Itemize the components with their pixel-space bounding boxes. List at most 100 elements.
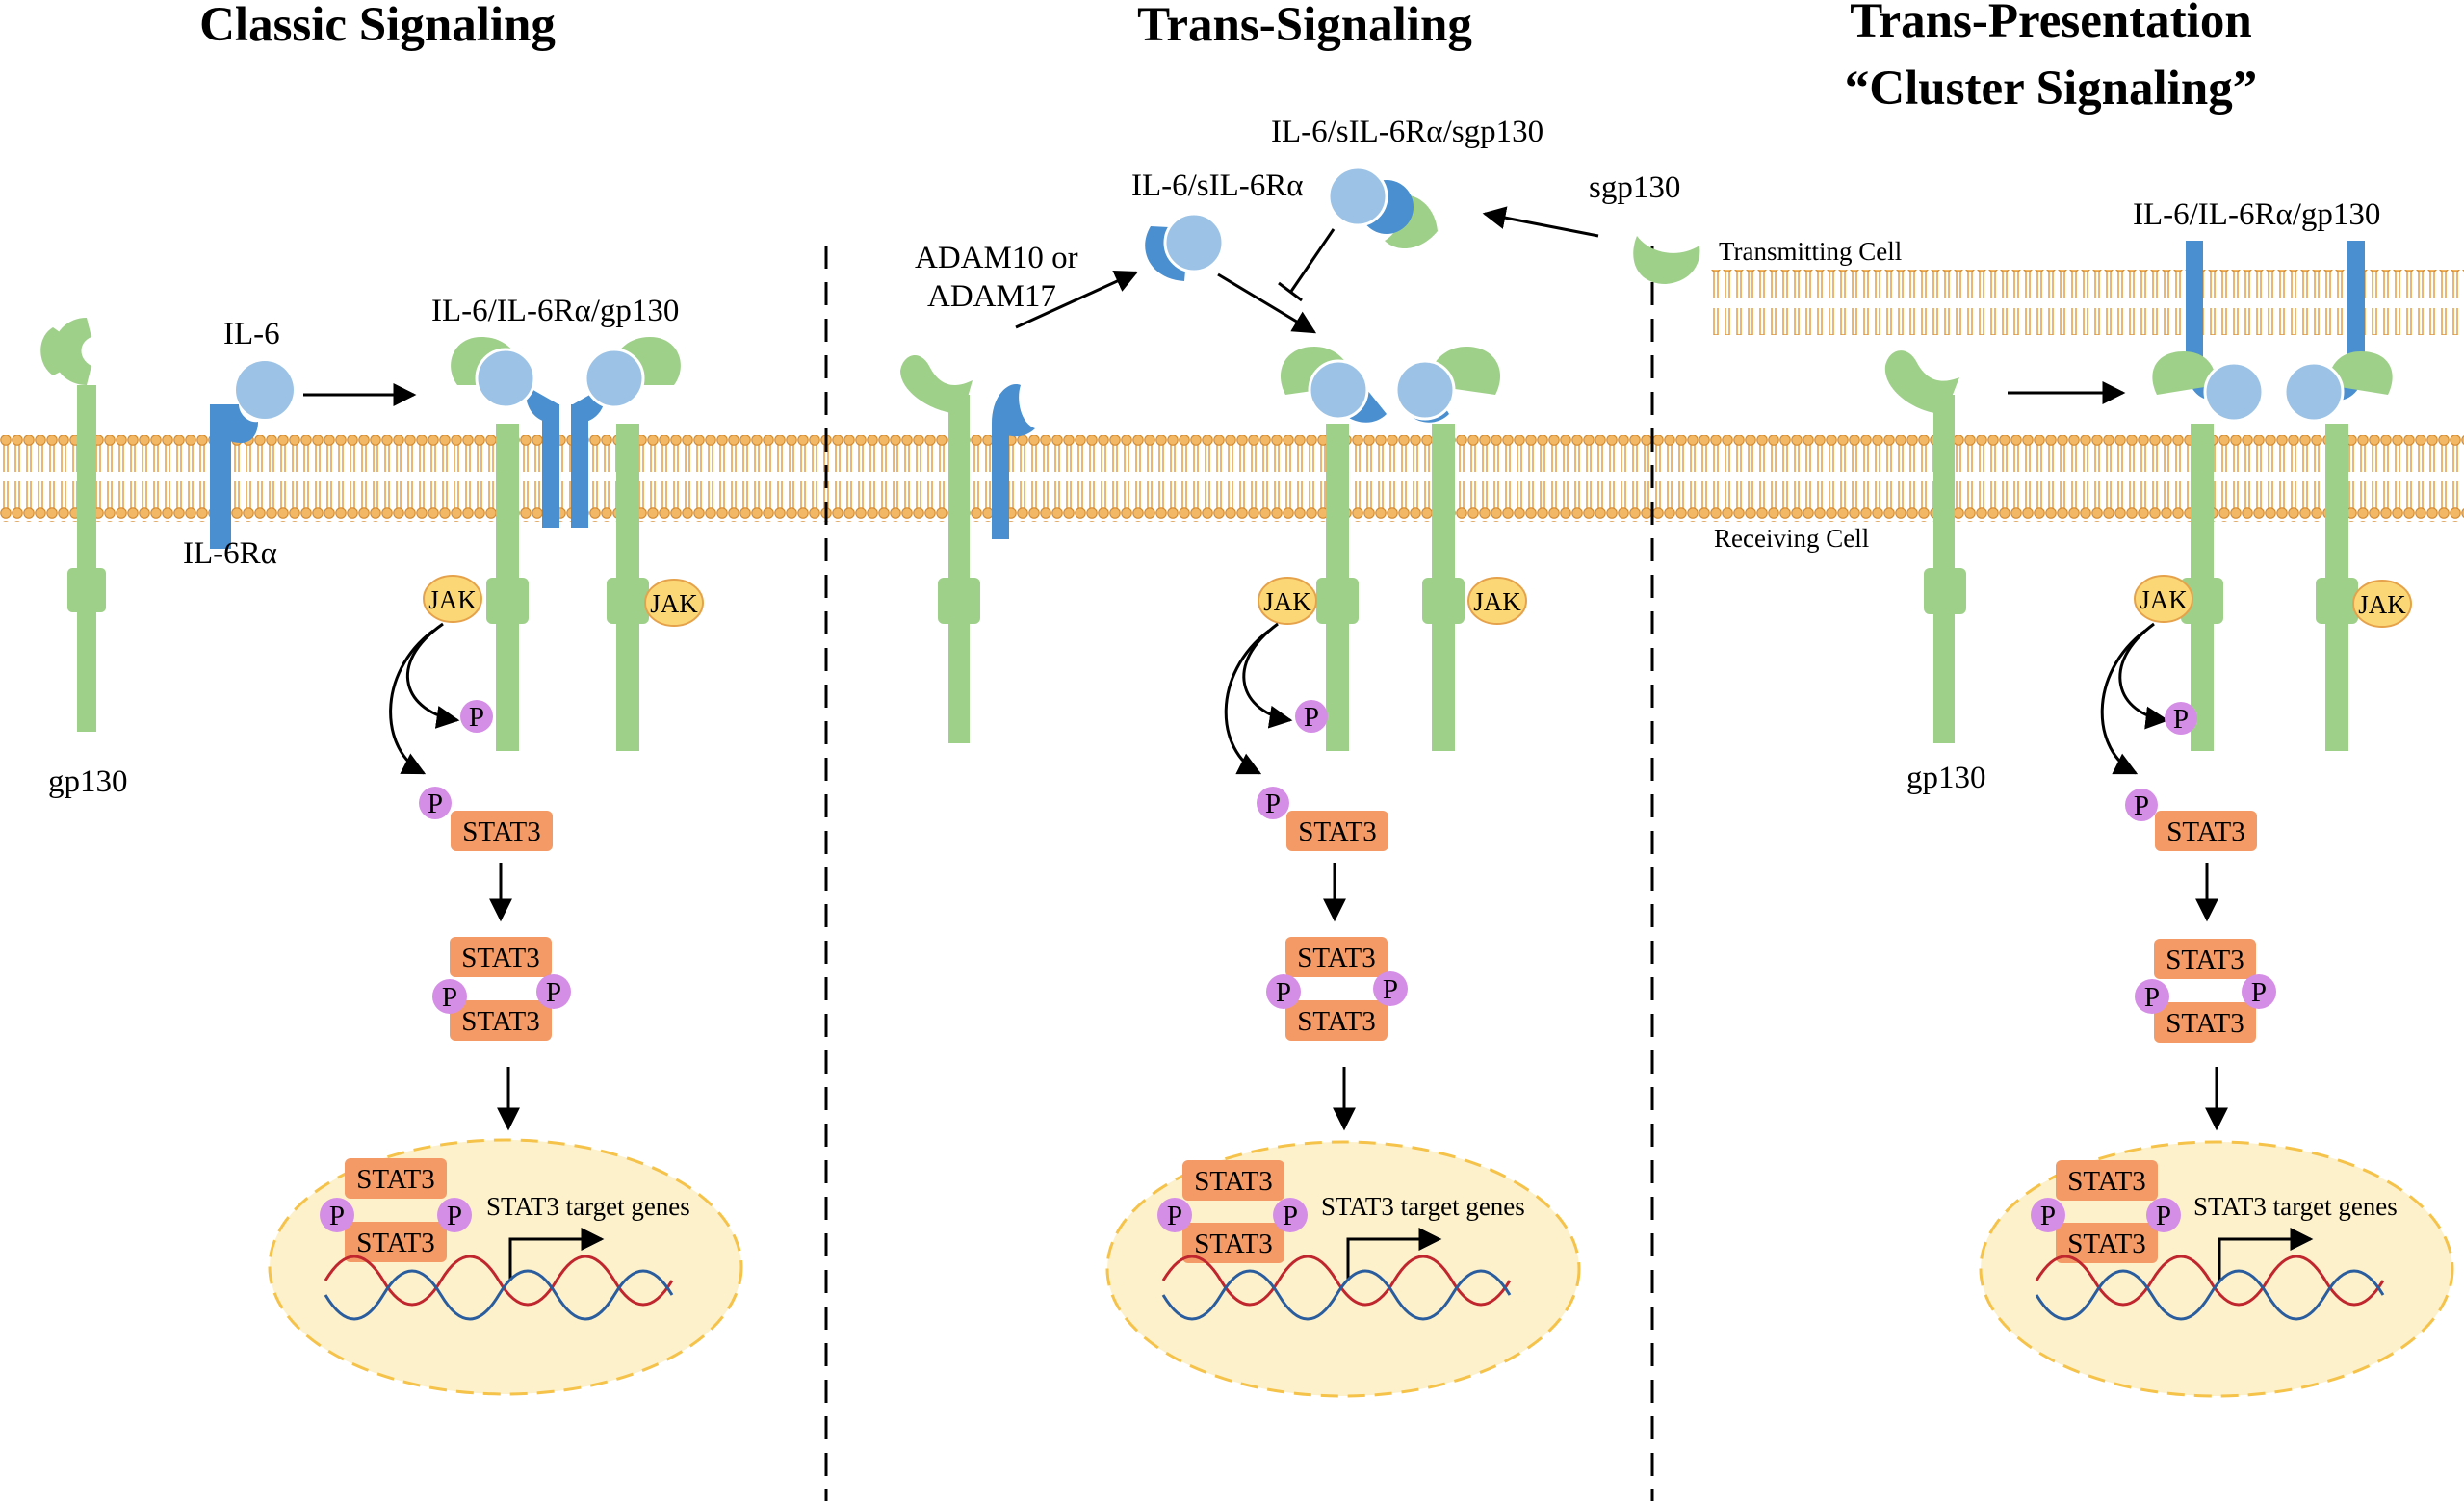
svg-text:P: P <box>2144 982 2160 1013</box>
classic-panel: gp130 IL-6 IL-6Rα IL-6/IL-6Rα/gp130 <box>40 294 743 1396</box>
jak-presentation-right: JAK <box>2352 580 2412 628</box>
transmitting-cell-label: Transmitting Cell <box>1719 237 1902 266</box>
inhibition-bar <box>1278 281 1303 302</box>
il6ra-label: IL-6Rα <box>183 536 277 571</box>
sgp130-molecule <box>1633 236 1700 284</box>
il6-label: IL-6 <box>223 317 280 351</box>
stat3-monomer-trans: STAT3 P <box>1257 787 1388 851</box>
svg-text:STAT3: STAT3 <box>1194 1166 1272 1197</box>
svg-text:STAT3: STAT3 <box>1297 943 1375 973</box>
jak-presentation-left: JAK <box>2134 575 2193 623</box>
svg-text:STAT3: STAT3 <box>461 943 539 973</box>
adam-label-line1: ADAM10 or <box>915 241 1078 275</box>
jak-trans-right: JAK <box>1467 577 1527 625</box>
svg-text:STAT3: STAT3 <box>461 1006 539 1037</box>
svg-text:JAK: JAK <box>2358 590 2406 619</box>
phosphorylation-arrow-2 <box>389 629 434 775</box>
nucleus-presentation <box>1979 1140 2454 1398</box>
nuclear-stat3-dimer-trans: STAT3 STAT3 P P <box>1157 1160 1308 1263</box>
phospho-receptor-trans: P <box>1295 700 1328 733</box>
svg-text:JAK: JAK <box>2140 585 2188 614</box>
trans-complex <box>1280 347 1501 751</box>
complex-label: IL-6/IL-6Rα/gp130 <box>431 294 679 328</box>
gp130-receptor-lone <box>40 318 106 732</box>
phosphorylation-arrow-presentation-2 <box>2100 629 2146 775</box>
gp130-label: gp130 <box>48 764 128 799</box>
nucleus-trans <box>1105 1140 1581 1398</box>
soluble-il6-il6ra <box>1145 212 1225 281</box>
stat3-dimer-presentation: STAT3 STAT3 P P <box>2135 939 2276 1043</box>
svg-text:JAK: JAK <box>1473 587 1521 616</box>
trans-panel: IL-6/sIL-6Rα/sgp130 IL-6/sIL-6Rα sgp130 … <box>900 115 1700 1398</box>
svg-text:P: P <box>329 1201 345 1231</box>
dna-strand-red-presentation <box>2035 1255 2385 1307</box>
transcription-arrow-trans <box>1346 1228 1442 1281</box>
sgp130-label: sgp130 <box>1589 170 1680 205</box>
svg-text:P: P <box>1304 702 1319 733</box>
svg-text:P: P <box>2040 1201 2056 1231</box>
transmitting-cell-membrane <box>1709 270 2464 335</box>
phosphorylation-arrow-1 <box>405 622 460 729</box>
phosphorylation-arrow-presentation-1 <box>2118 622 2169 730</box>
svg-text:JAK: JAK <box>650 589 698 618</box>
nuclear-stat3-dimer-presentation: STAT3 STAT3 P P <box>2031 1160 2181 1263</box>
inhibition-line <box>1288 228 1336 294</box>
presentation-panel: Transmitting Cell Receiving Cell IL-6/IL… <box>1714 197 2454 1398</box>
dna-strand-blue-presentation <box>2035 1269 2385 1321</box>
dna-strand-blue-trans <box>1161 1269 1512 1321</box>
target-genes-label-presentation: STAT3 target genes <box>2193 1192 2398 1221</box>
transcription-arrow-presentation <box>2218 1228 2314 1281</box>
svg-text:STAT3: STAT3 <box>2166 945 2244 975</box>
dna-strand-red <box>324 1255 674 1307</box>
transcription-arrow <box>508 1228 605 1281</box>
stat3-dimer-trans: STAT3 STAT3 P P <box>1266 937 1408 1041</box>
jak-right: JAK <box>644 579 704 627</box>
dna-strand-blue <box>324 1269 674 1321</box>
complex-label-presentation: IL-6/IL-6Rα/gp130 <box>2133 197 2380 232</box>
jak-trans-left: JAK <box>1258 577 1317 625</box>
nuclear-stat3-dimer: STAT3 STAT3 P P <box>320 1158 472 1262</box>
dna-strand-red-trans <box>1161 1255 1512 1307</box>
svg-text:P: P <box>1276 977 1291 1008</box>
title-trans: Trans-Signaling <box>1137 0 1472 52</box>
presentation-complex <box>2152 241 2393 751</box>
svg-text:P: P <box>447 1201 462 1231</box>
stat3-monomer-presentation: STAT3 P <box>2125 789 2257 851</box>
il6ra-receptor <box>210 404 258 549</box>
soluble-trimer <box>1327 166 1438 249</box>
svg-text:STAT3: STAT3 <box>2067 1166 2145 1197</box>
title-presentation-line1: Trans-Presentation <box>1850 0 2251 48</box>
nucleus <box>268 1138 743 1396</box>
svg-text:P: P <box>442 982 457 1013</box>
svg-text:STAT3: STAT3 <box>2166 816 2244 847</box>
phosphorylation-arrow-trans-1 <box>1242 622 1293 729</box>
stat3-dimer: STAT3 STAT3 P P <box>432 937 571 1041</box>
svg-text:STAT3: STAT3 <box>2067 1229 2145 1259</box>
title-presentation-line2: “Cluster Signaling” <box>1845 62 2257 116</box>
membrane-il6ra-stub <box>992 384 1035 539</box>
svg-text:P: P <box>1383 974 1398 1005</box>
sgp130-binding-arrow <box>1482 206 1599 238</box>
il6-ligand <box>236 361 294 419</box>
phospho-receptor: P <box>460 700 493 733</box>
svg-text:JAK: JAK <box>1263 587 1311 616</box>
cell-membrane <box>0 435 2464 522</box>
svg-text:STAT3: STAT3 <box>1298 816 1376 847</box>
svg-text:STAT3: STAT3 <box>1297 1006 1375 1037</box>
gp130-receptor-trans-lone <box>900 355 980 743</box>
gp130-receptor-presentation-lone <box>1884 350 1966 743</box>
svg-text:P: P <box>1265 789 1281 819</box>
adam-cleavage-arrow <box>1015 271 1139 329</box>
title-classic: Classic Signaling <box>199 0 556 52</box>
svg-text:STAT3: STAT3 <box>356 1164 434 1195</box>
target-genes-label-trans: STAT3 target genes <box>1321 1192 1525 1221</box>
svg-text:P: P <box>2156 1201 2171 1231</box>
svg-text:P: P <box>428 789 443 819</box>
jak-left: JAK <box>423 575 482 623</box>
soluble-trimer-label: IL-6/sIL-6Rα/sgp130 <box>1271 115 1543 149</box>
trans-binding-arrow <box>1217 272 1317 334</box>
gp130-label-presentation: gp130 <box>1906 761 1986 795</box>
svg-text:P: P <box>469 702 484 733</box>
svg-text:P: P <box>1167 1201 1182 1231</box>
